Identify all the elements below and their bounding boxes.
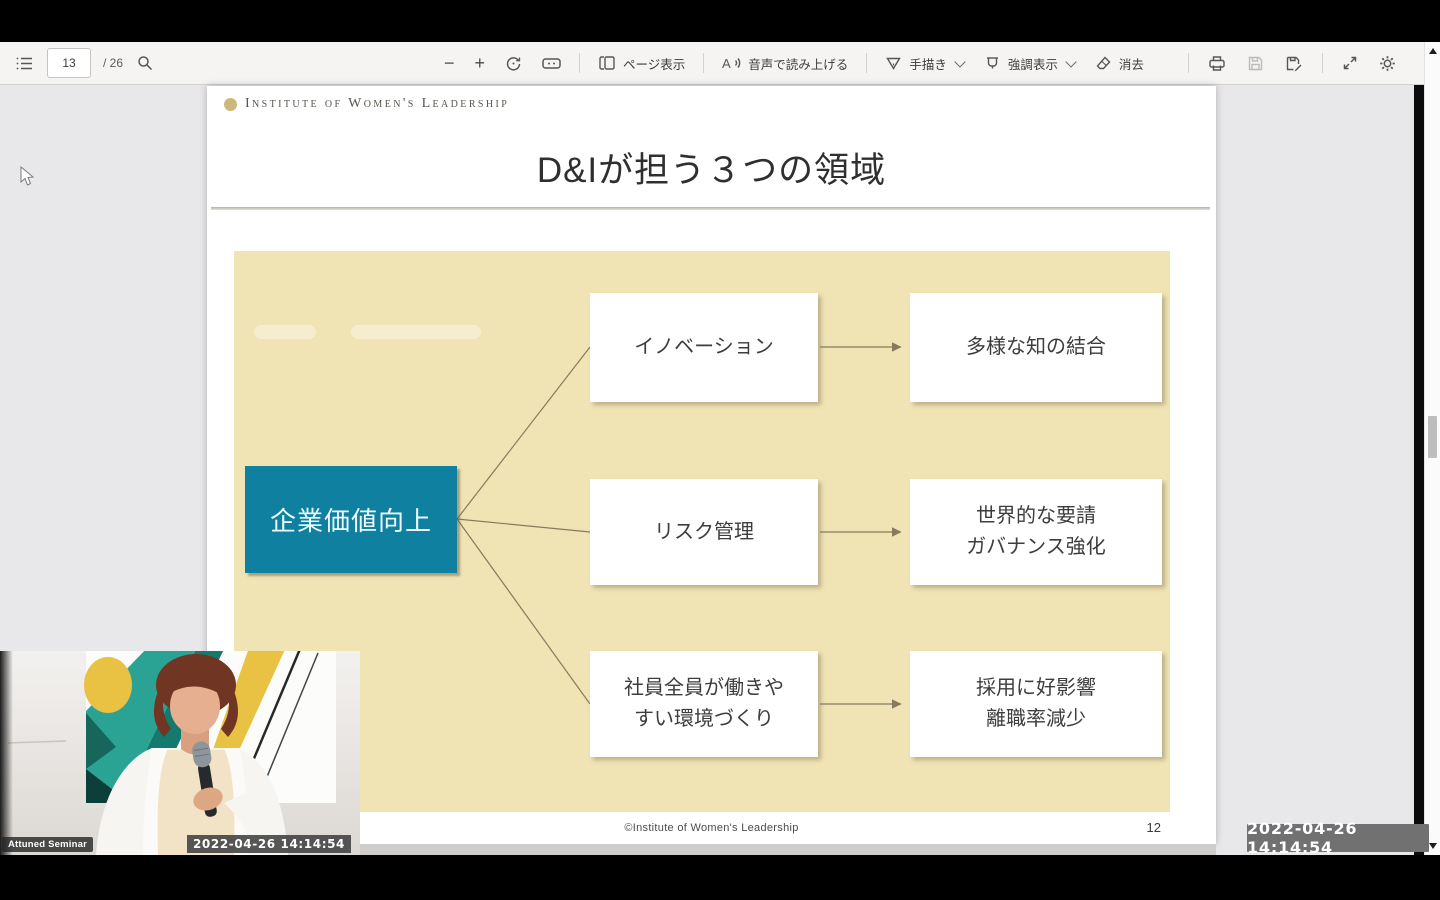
chevron-down-icon[interactable] [954, 55, 966, 68]
pen-icon [885, 55, 902, 71]
erase-button[interactable]: 消去 [1093, 52, 1146, 75]
printer-icon [1208, 55, 1226, 72]
webcam-edge-shadow [0, 651, 13, 855]
page-view-button[interactable]: ページ表示 [596, 52, 687, 75]
diagram-node: イノベーション [590, 293, 818, 402]
mouse-cursor [20, 165, 35, 192]
node-label: イノベーション [634, 336, 774, 358]
connector-lines [456, 342, 902, 709]
brand-logo-icon [224, 97, 237, 111]
diagram-node: 採用に好影響 離職率減少 [910, 651, 1162, 757]
node-label: 多様な知の結合 [966, 336, 1106, 358]
vertical-scrollbar[interactable] [1424, 42, 1440, 855]
fit-width-button[interactable] [540, 54, 563, 73]
menu-icon [16, 56, 33, 71]
node-label: リスク管理 [654, 520, 754, 543]
fit-width-icon [542, 56, 561, 71]
highlighter-icon [984, 55, 1001, 71]
search-icon [137, 55, 153, 71]
page-number-input[interactable] [47, 48, 91, 78]
recording-timestamp: 2022-04-26 14:14:54 [1247, 819, 1429, 857]
save-button[interactable] [1245, 53, 1266, 74]
eraser-icon [1095, 55, 1112, 71]
page-total-label: / 26 [103, 56, 124, 70]
read-aloud-button[interactable]: A 音声で読み上げる [720, 52, 850, 75]
zoom-out-button[interactable]: − [444, 53, 455, 73]
page-gap [207, 844, 1216, 855]
toolbar-separator [579, 53, 581, 73]
diagram-panel: 企業価値向上 イノベーション 多様な知の結合 リスク管理 世界的な要請 ガバナン… [234, 251, 1170, 812]
highlight-label: 強調表示 [1007, 57, 1058, 72]
search-button[interactable] [135, 53, 155, 73]
rotate-icon [505, 55, 522, 72]
svg-text:A: A [722, 56, 731, 71]
erase-label: 消去 [1118, 57, 1144, 72]
zoom-in-button[interactable]: + [474, 53, 486, 73]
save-as-icon [1285, 55, 1303, 72]
toolbar-separator [1188, 53, 1189, 73]
diagram-node: 多様な知の結合 [910, 293, 1162, 402]
copyright-text: ©Institute of Women's Leadership [624, 822, 799, 834]
settings-button[interactable] [1377, 53, 1398, 74]
toolbar-separator [1322, 53, 1323, 73]
presenter-video [0, 651, 360, 855]
node-label: 社員全員が働きや すい環境づくり [624, 677, 784, 730]
draw-label: 手描き [909, 57, 947, 72]
pdf-toolbar: / 26 − + [0, 42, 1424, 85]
pdf-viewer-area: Institute of Women's Leadership D&Iが担う３つ… [0, 85, 1440, 855]
slide-footer: ©Institute of Women's Leadership 12 [207, 820, 1216, 844]
node-label: 採用に好影響 離職率減少 [976, 677, 1096, 730]
slide-title: D&Iが担う３つの領域 [536, 151, 887, 190]
title-divider [211, 207, 1210, 210]
save-icon [1247, 55, 1264, 72]
read-aloud-icon: A [722, 55, 741, 71]
save-as-button[interactable] [1283, 53, 1305, 74]
print-button[interactable] [1206, 53, 1228, 74]
slide-page-number: 12 [1146, 820, 1161, 835]
scroll-down-icon[interactable] [1429, 843, 1437, 849]
faded-placeholder [254, 325, 316, 339]
webcam-label: Attuned Seminar [2, 837, 94, 852]
page-view-icon [598, 55, 616, 71]
diagram-root-label: 企業価値向上 [269, 506, 432, 536]
faded-placeholder [351, 325, 481, 339]
presenter-figure [96, 654, 288, 855]
chevron-down-icon[interactable] [1065, 55, 1077, 68]
capture-edge [1414, 85, 1424, 855]
node-label: 世界的な要請 ガバナンス強化 [966, 505, 1106, 558]
scrollbar-thumb[interactable] [1428, 416, 1437, 458]
diagram-node: リスク管理 [590, 479, 818, 585]
diagram-node: 社員全員が働きや すい環境づくり [590, 651, 818, 757]
rotate-button[interactable] [503, 53, 524, 74]
slide-brand-row: Institute of Women's Leadership [224, 96, 509, 112]
page-view-label: ページ表示 [623, 57, 686, 72]
toolbar-separator [703, 53, 705, 73]
expand-icon [1342, 55, 1358, 71]
highlight-button[interactable]: 強調表示 [982, 52, 1077, 75]
scroll-up-icon[interactable] [1429, 48, 1437, 54]
brand-name: Institute of Women's Leadership [245, 96, 510, 111]
diagram-root-box: 企業価値向上 [245, 466, 457, 573]
toc-menu-button[interactable] [14, 54, 35, 73]
slide-page: Institute of Women's Leadership D&Iが担う３つ… [207, 86, 1216, 844]
gear-icon [1379, 55, 1396, 72]
toolbar-separator [866, 53, 868, 73]
diagram-node: 世界的な要請 ガバナンス強化 [910, 479, 1162, 585]
draw-button[interactable]: 手描き [883, 52, 966, 75]
webcam-timestamp: 2022-04-26 14:14:54 [186, 835, 351, 853]
presenter-webcam: Attuned Seminar 2022-04-26 14:14:54 [0, 651, 360, 855]
fullscreen-button[interactable] [1340, 53, 1360, 73]
read-aloud-label: 音声で読み上げる [748, 57, 849, 72]
